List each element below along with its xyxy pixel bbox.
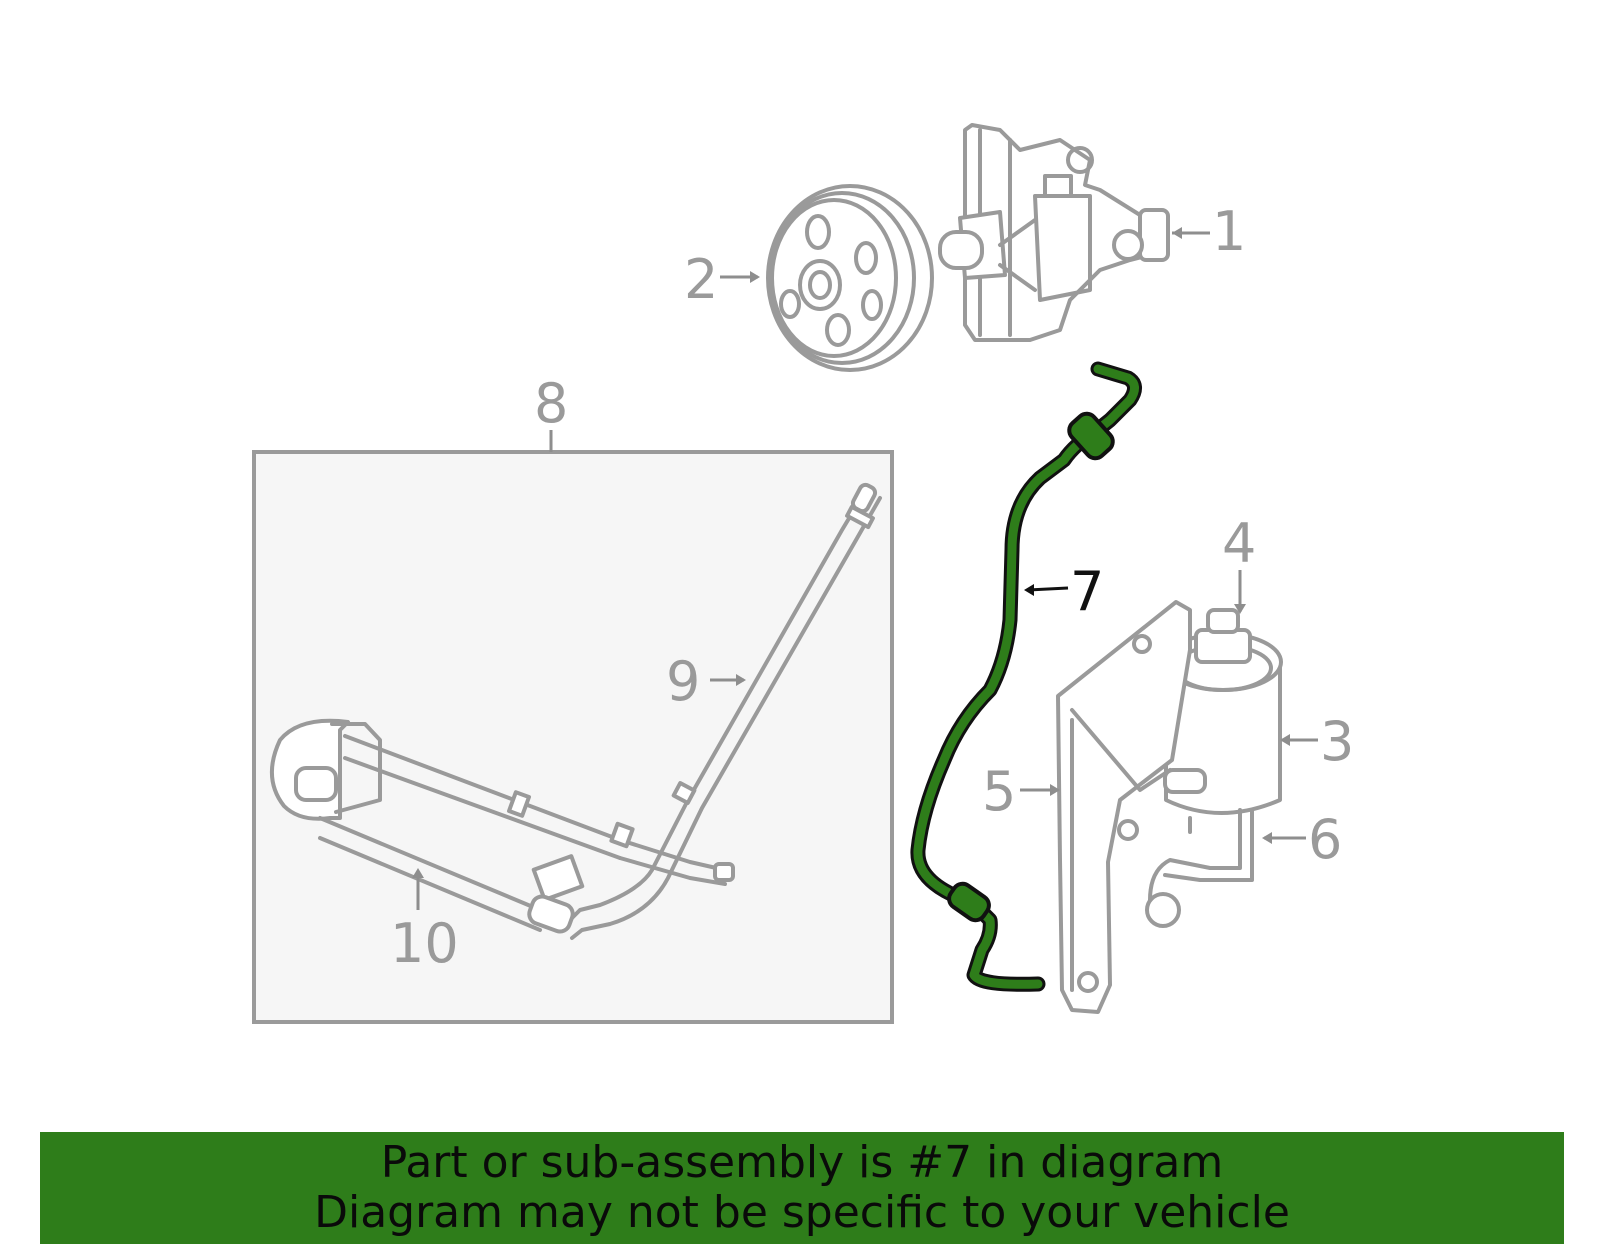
callout-4: 4	[1222, 512, 1256, 575]
banner-line-part: Part or sub-assembly is #7 in diagram	[380, 1137, 1224, 1188]
callout-9: 9	[666, 650, 700, 713]
power-steering-pump[interactable]	[938, 123, 1170, 342]
pressure-hose-7[interactable]	[910, 361, 1142, 992]
callout-8: 8	[534, 372, 568, 435]
callout-1: 1	[1212, 200, 1246, 263]
callout-6: 6	[1308, 808, 1342, 871]
pressure-line-9[interactable]	[568, 482, 882, 940]
return-hose[interactable]	[1145, 768, 1254, 928]
banner-line-disclaimer: Diagram may not be specific to your vehi…	[314, 1187, 1290, 1238]
callout-2: 2	[684, 248, 718, 311]
info-banner: Part or sub-assembly is #7 in diagram Di…	[40, 1132, 1564, 1244]
oil-cooler-10[interactable]	[269, 718, 735, 935]
leader-lines	[412, 227, 1318, 910]
callout-7: 7	[1070, 560, 1104, 623]
callout-10: 10	[390, 912, 459, 975]
reservoir-bracket[interactable]	[1056, 600, 1192, 1014]
callout-5: 5	[982, 760, 1016, 823]
pump-pulley[interactable]	[766, 184, 934, 372]
callout-3: 3	[1320, 710, 1354, 773]
subassembly-box-8[interactable]	[252, 430, 894, 1024]
